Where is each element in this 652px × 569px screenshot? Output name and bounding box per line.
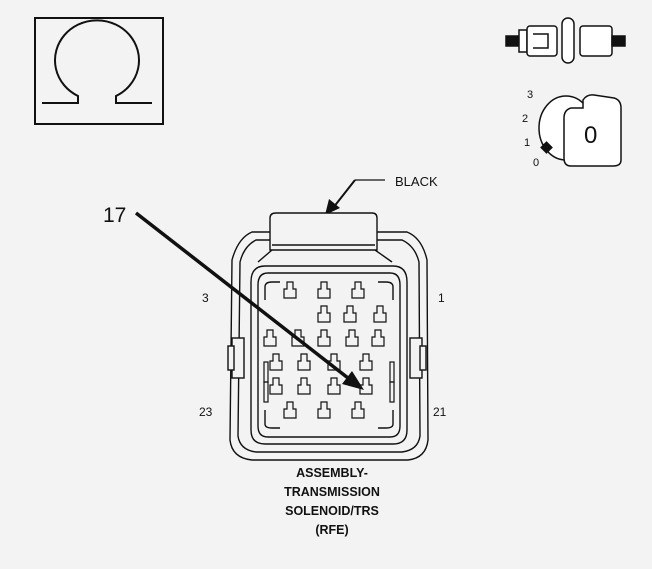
caption-line: (RFE): [315, 523, 349, 537]
pin-cavity: [373, 305, 387, 323]
pin-callout-label: 17: [103, 204, 126, 227]
pin-label-bottom-right: 21: [433, 405, 447, 419]
pin-cavity: [351, 281, 365, 299]
connector-caption: ASSEMBLY- TRANSMISSION SOLENOID/TRS (RFE…: [232, 464, 432, 540]
pin-label-top-left: 3: [202, 291, 209, 305]
ignition-pos-3: 3: [527, 89, 533, 101]
ignition-key-icon: 3 2 1 0 0: [522, 89, 622, 169]
caption-line: ASSEMBLY-: [296, 466, 368, 480]
pin-cavity: [283, 281, 297, 299]
ohm-icon: [42, 19, 152, 104]
ohm-symbol-box: [34, 17, 164, 125]
pin-cavity: [269, 377, 283, 395]
color-callout: BLACK: [325, 174, 438, 215]
pin-cavity: [343, 305, 357, 323]
pin-cavity: [283, 401, 297, 419]
pin-cavity: [317, 401, 331, 419]
pin-cavity: [345, 329, 359, 347]
pin-cavity: [317, 305, 331, 323]
pin-cavity: [327, 377, 341, 395]
pin-cavities: [263, 281, 395, 419]
pin-cavity: [297, 377, 311, 395]
ignition-pos-1: 1: [524, 137, 530, 149]
pin-cavity: [359, 377, 373, 395]
pin-cavity: [297, 353, 311, 371]
ignition-pos-0: 0: [533, 157, 539, 169]
ignition-pos-2: 2: [522, 113, 528, 125]
cavity-slot: [263, 381, 269, 403]
pin-cavity: [371, 329, 385, 347]
pin-label-bottom-left: 23: [199, 405, 213, 419]
pin-cavity: [263, 329, 277, 347]
ignition-key-label: 0: [584, 122, 597, 149]
caption-line: SOLENOID/TRS: [285, 504, 379, 518]
pin-cavity: [317, 329, 331, 347]
pin-callout-arrow: 17: [103, 204, 364, 390]
connector-body: [227, 212, 429, 461]
pin-label-top-right: 1: [438, 291, 445, 305]
cavity-slot: [389, 381, 395, 403]
pin-cavity: [359, 353, 373, 371]
color-label: BLACK: [395, 174, 438, 189]
cavity-slot: [389, 361, 395, 383]
pin-cavity: [351, 401, 365, 419]
caption-line: TRANSMISSION: [284, 485, 380, 499]
connector-side-icon: [505, 17, 626, 64]
cavity-slot: [263, 361, 269, 383]
pin-cavity: [269, 353, 283, 371]
pin-cavity: [317, 281, 331, 299]
